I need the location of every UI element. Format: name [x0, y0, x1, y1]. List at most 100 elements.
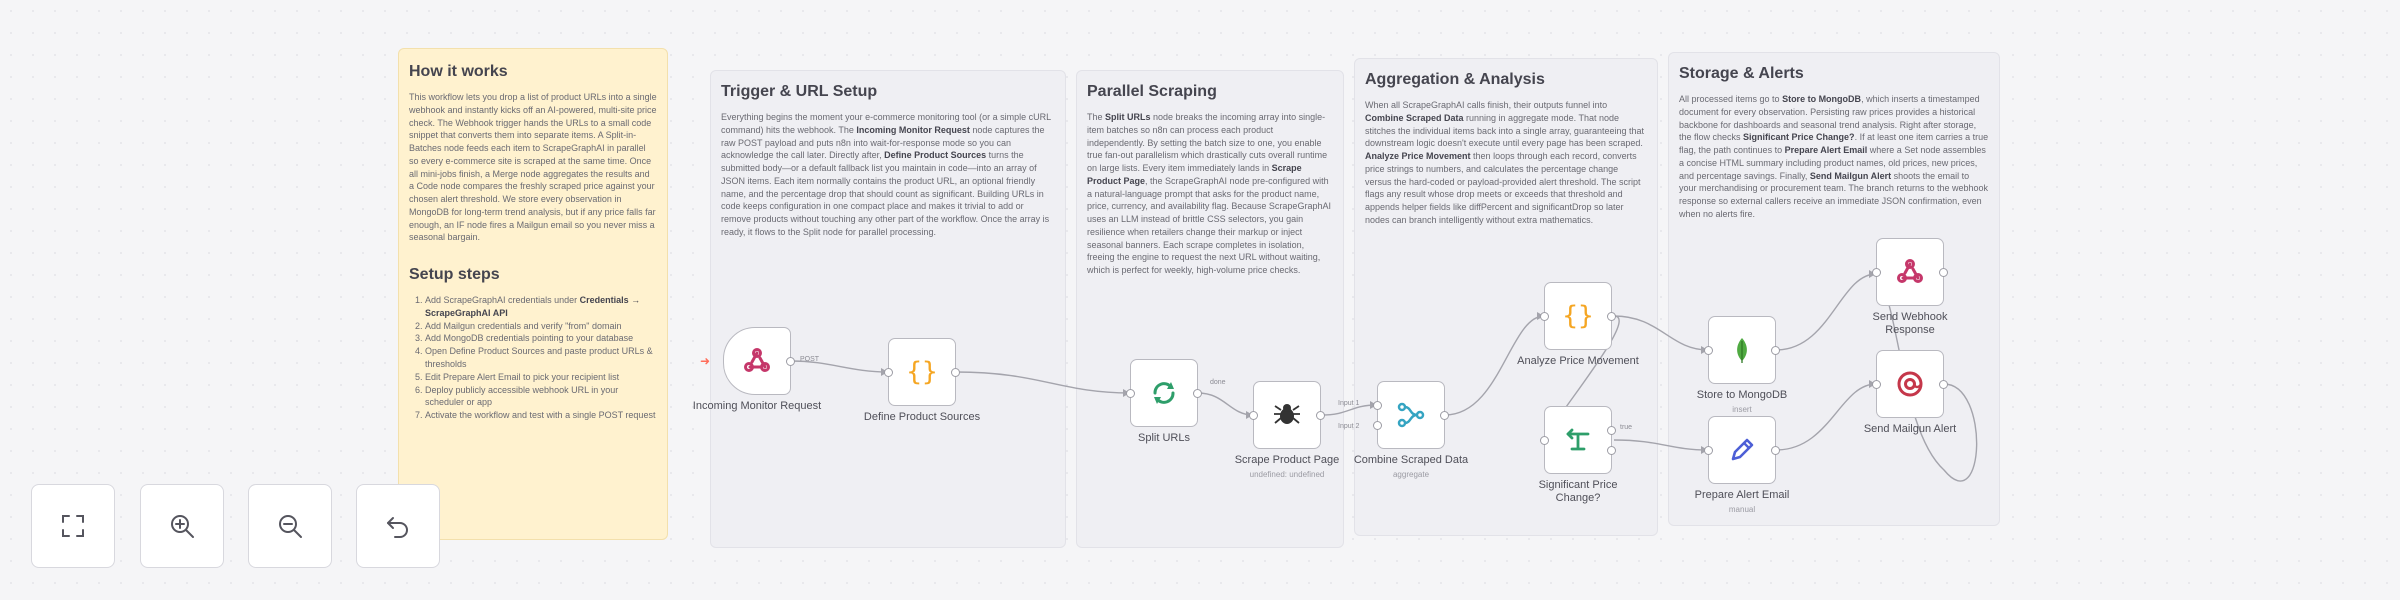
node-send-webhook-response[interactable] — [1876, 238, 1944, 306]
output-port[interactable] — [1316, 411, 1325, 420]
setup-step: Edit Prepare Alert Email to pick your re… — [425, 371, 657, 384]
setup-step: Add MongoDB credentials pointing to your… — [425, 332, 657, 345]
node-prepare-alert-email[interactable] — [1708, 416, 1776, 484]
mongodb-leaf-icon — [1737, 338, 1747, 363]
note-title: Parallel Scraping — [1087, 83, 1217, 100]
input-port[interactable] — [1373, 401, 1382, 410]
connection-mailgun-respond-loop — [1875, 275, 1978, 482]
node-send-mailgun-alert[interactable] — [1876, 350, 1944, 418]
mailgun-icon — [1897, 371, 1923, 397]
output-port[interactable] — [1771, 346, 1780, 355]
webhook-icon — [1897, 259, 1923, 283]
note-body: This workflow lets you drop a list of pr… — [409, 92, 657, 243]
note-title: Aggregation & Analysis — [1365, 71, 1545, 88]
connection-prepare-mailgun — [1775, 383, 1877, 451]
input-port[interactable] — [1540, 436, 1549, 445]
connection-incoming-define — [790, 360, 889, 373]
note-title: Trigger & URL Setup — [721, 83, 878, 100]
note-body: The Split URLs node breaks the incoming … — [1087, 112, 1331, 276]
input-port[interactable] — [884, 368, 893, 377]
node-split-urls[interactable] — [1130, 359, 1198, 427]
input-port[interactable] — [1126, 389, 1135, 398]
code-braces-icon: {} — [906, 357, 938, 387]
node-scrape-product-page[interactable] — [1253, 381, 1321, 449]
input-port[interactable] — [1704, 346, 1713, 355]
connection-combine-analyze — [1444, 315, 1545, 416]
connection-significant-prepare — [1613, 439, 1709, 451]
output-port[interactable] — [1939, 380, 1948, 389]
setup-title: Setup steps — [409, 266, 500, 284]
node-label: Scrape Product Page — [1234, 454, 1340, 466]
zoom-in-button[interactable] — [140, 484, 224, 568]
edge-label-post: POST — [800, 356, 820, 363]
output-port[interactable] — [1193, 389, 1202, 398]
zoom-out-button[interactable] — [248, 484, 332, 568]
node-analyze-price-movement[interactable]: {} — [1544, 282, 1612, 350]
setup-step: Open Define Product Sources and paste pr… — [425, 345, 657, 371]
note-body: Everything begins the moment your e-comm… — [721, 112, 1051, 237]
zoom-out-icon — [279, 515, 302, 538]
sticky-note-trigger-url-setup[interactable]: Trigger & URL Setup Everything begins th… — [710, 70, 1066, 548]
node-subtitle: aggregate — [1392, 470, 1430, 479]
fit-view-icon — [62, 515, 84, 537]
edge-label-true: true — [1620, 424, 1633, 431]
node-label: Combine Scraped Data — [1353, 454, 1469, 466]
node-incoming-monitor-request[interactable] — [723, 327, 791, 395]
node-label: Split URLs — [1138, 432, 1190, 444]
node-significant-price-change[interactable] — [1544, 406, 1612, 474]
node-label: Define Product Sources — [863, 411, 981, 423]
output-port-true[interactable] — [1607, 426, 1616, 435]
output-port[interactable] — [951, 368, 960, 377]
input-port[interactable] — [1872, 268, 1881, 277]
trigger-bolt-icon: ➜ — [700, 354, 711, 368]
connection-analyze-mongo — [1613, 315, 1709, 351]
node-subtitle: insert — [1732, 405, 1752, 414]
webhook-icon — [744, 348, 770, 372]
node-label: Send Mailgun Alert — [1863, 423, 1957, 435]
note-title: How it works — [409, 63, 508, 80]
edge-label-input1: Input 1 — [1338, 400, 1360, 407]
connection-mongo-respond — [1775, 273, 1877, 351]
output-port[interactable] — [1771, 446, 1780, 455]
input-port[interactable] — [1373, 421, 1382, 430]
node-label: Prepare Alert Email — [1694, 489, 1790, 501]
node-label: Send Webhook Response — [1872, 311, 1948, 337]
output-port[interactable] — [1607, 312, 1616, 321]
node-subtitle: undefined: undefined — [1249, 470, 1325, 479]
node-define-product-sources[interactable]: {} — [888, 338, 956, 406]
input-port[interactable] — [1249, 411, 1258, 420]
sticky-note-how-it-works[interactable]: How it works This workflow lets you drop… — [398, 48, 668, 540]
connection-define-split — [955, 371, 1131, 394]
undo-icon — [387, 517, 408, 538]
input-port[interactable] — [1872, 380, 1881, 389]
zoom-in-icon — [171, 515, 194, 538]
output-port[interactable] — [1440, 411, 1449, 420]
edge-label-input2: Input 2 — [1338, 423, 1360, 430]
pencil-icon — [1731, 438, 1754, 461]
edge-label-done: done — [1210, 379, 1226, 386]
loop-arrows-icon — [1153, 382, 1175, 404]
output-port[interactable] — [786, 357, 795, 366]
sticky-note-parallel-scraping[interactable]: Parallel Scraping The Split URLs node br… — [1076, 70, 1344, 548]
node-label: Analyze Price Movement — [1517, 355, 1639, 367]
output-port[interactable] — [1939, 268, 1948, 277]
spider-icon — [1274, 404, 1300, 424]
node-combine-scraped-data[interactable] — [1377, 381, 1445, 449]
if-branch-icon — [1566, 428, 1590, 451]
node-label: Incoming Monitor Request — [692, 400, 822, 412]
note-body: All processed items go to Store to Mongo… — [1679, 94, 1989, 219]
node-label: Store to MongoDB — [1696, 389, 1788, 401]
undo-button[interactable] — [356, 484, 440, 568]
setup-step: Add Mailgun credentials and verify "from… — [425, 320, 657, 333]
node-store-to-mongodb[interactable] — [1708, 316, 1776, 384]
note-body: When all ScrapeGraphAI calls finish, the… — [1365, 100, 1644, 225]
input-port[interactable] — [1704, 446, 1713, 455]
merge-icon — [1397, 402, 1425, 428]
connection-split-scrape — [1197, 392, 1254, 416]
setup-steps-list: Add ScrapeGraphAI credentials under Cred… — [409, 294, 657, 422]
setup-step: Activate the workflow and test with a si… — [425, 409, 657, 422]
input-port[interactable] — [1540, 312, 1549, 321]
fit-view-button[interactable] — [31, 484, 115, 568]
output-port-false[interactable] — [1607, 446, 1616, 455]
